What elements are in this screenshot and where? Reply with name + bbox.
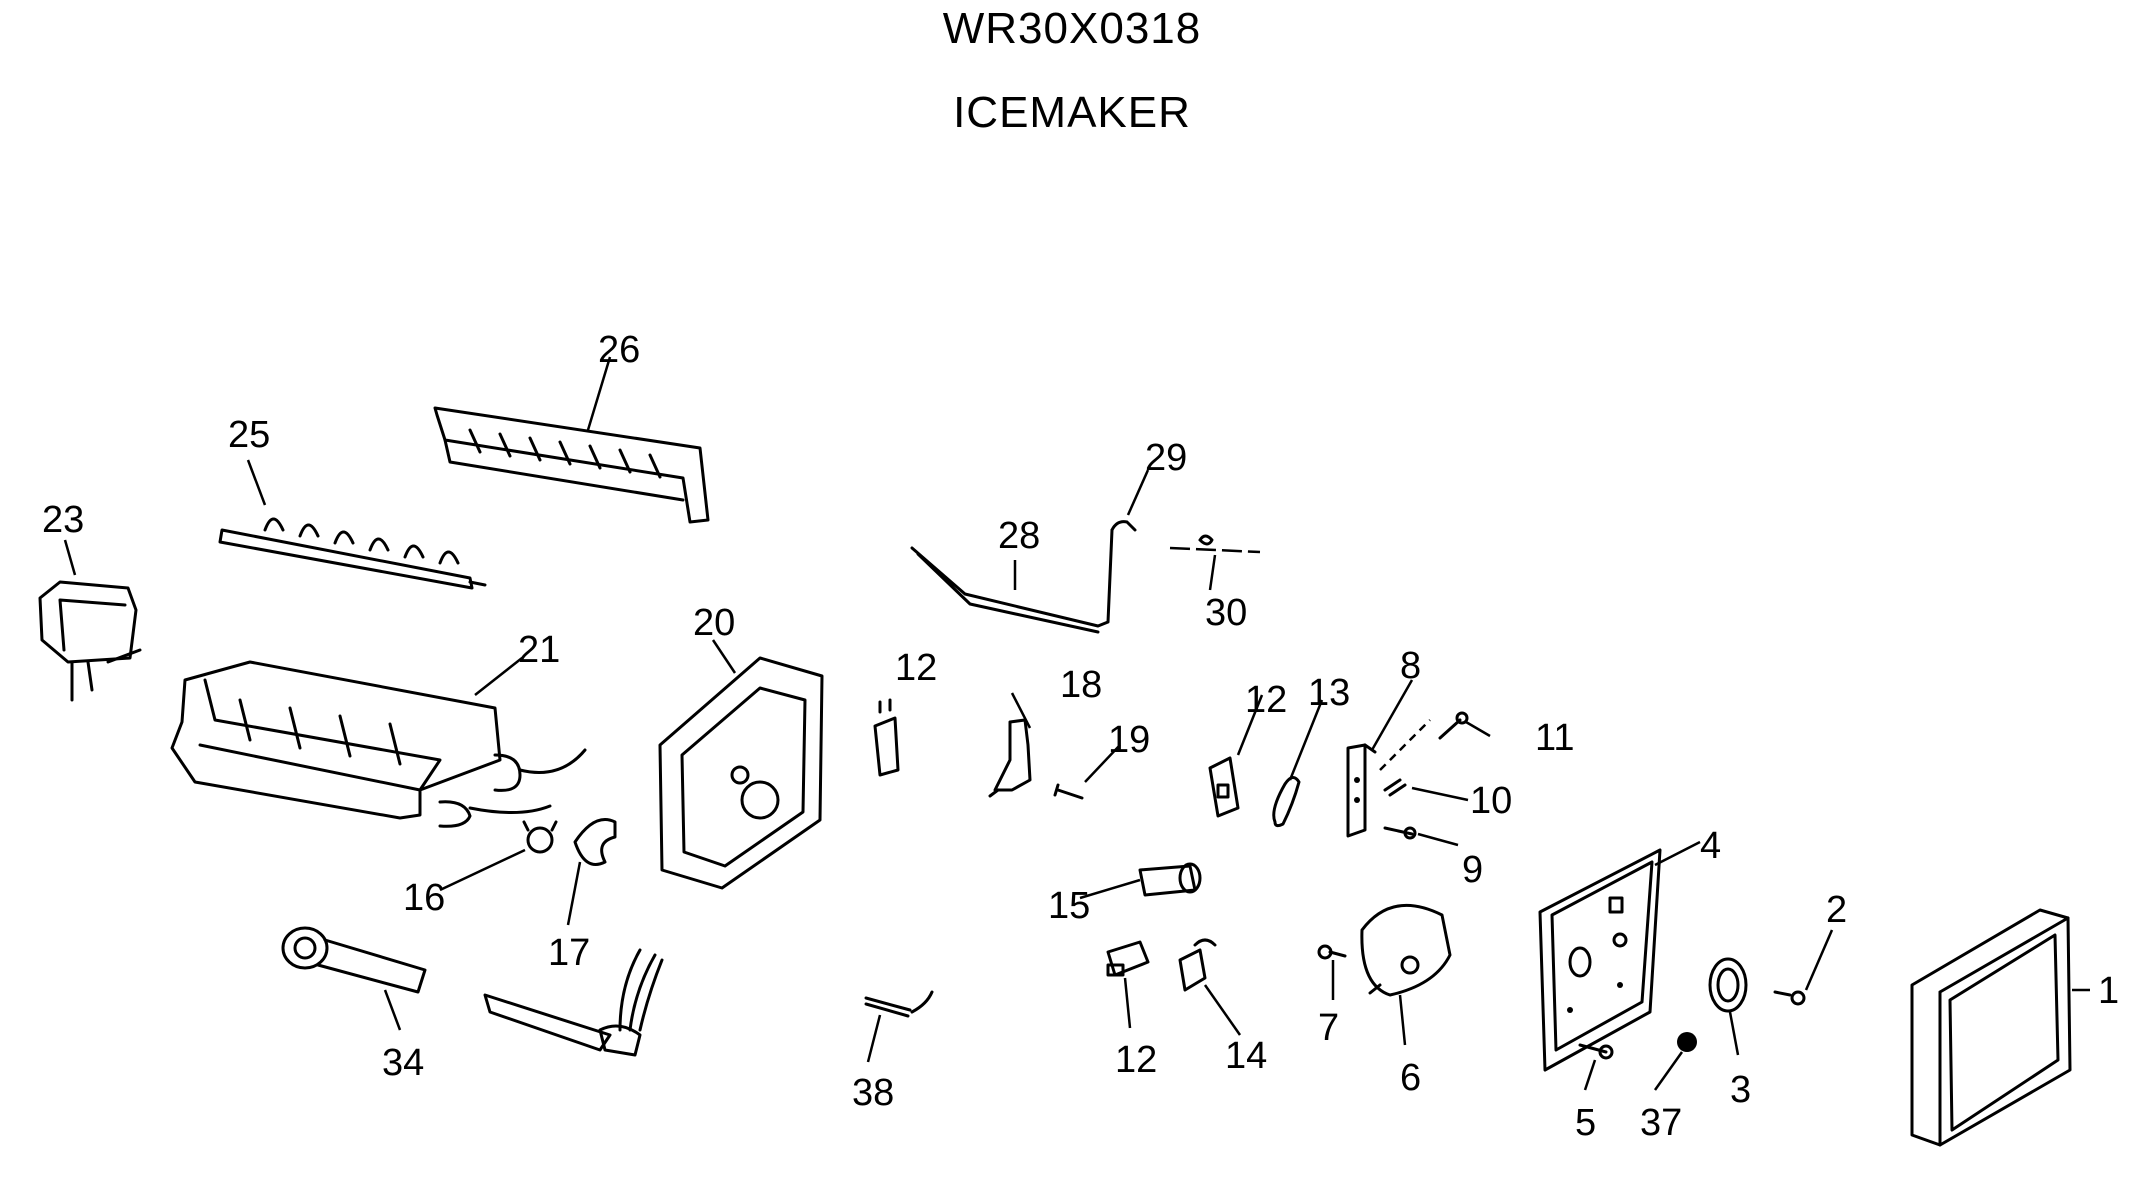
part-wiring-harness	[483, 948, 664, 1057]
part-15-thermostat	[1138, 862, 1202, 897]
callout-2: 2	[1826, 889, 1847, 931]
callout-38: 38	[852, 1072, 894, 1114]
part-20-support	[658, 656, 824, 890]
part-21-mold	[170, 660, 587, 828]
leader-lines	[63, 356, 2090, 1091]
callout-12-b: 12	[1245, 679, 1287, 721]
part-5-screw	[1578, 1043, 1614, 1060]
part-29-arm-end	[1110, 520, 1137, 532]
callout-6: 6	[1400, 1057, 1421, 1099]
callout-12-a: 12	[895, 647, 937, 689]
callout-1: 1	[2098, 970, 2119, 1012]
part-6-motor	[1360, 903, 1452, 997]
part-12-switch-c	[1106, 940, 1150, 977]
callout-18: 18	[1060, 664, 1102, 706]
callout-19: 19	[1108, 719, 1150, 761]
part-2-screw	[1773, 990, 1806, 1006]
part-9-screw	[1383, 826, 1417, 840]
callout-25: 25	[228, 414, 270, 456]
model-number: WR30X0318	[942, 4, 1202, 53]
part-1-cover	[1910, 908, 2072, 1147]
part-8-bracket	[1346, 743, 1377, 838]
callout-15: 15	[1048, 885, 1090, 927]
part-14-clip	[1178, 938, 1217, 992]
callout-16: 16	[403, 877, 445, 919]
callout-13: 13	[1308, 672, 1350, 714]
callout-21: 21	[518, 629, 560, 671]
part-18-lever	[988, 718, 1032, 798]
callout-7: 7	[1318, 1007, 1339, 1049]
callout-29: 29	[1145, 437, 1187, 479]
callout-4: 4	[1700, 825, 1721, 867]
part-10-spring	[1379, 719, 1431, 797]
diagram-title: ICEMAKER	[953, 88, 1191, 137]
part-11-screw	[1438, 711, 1469, 740]
callout-26: 26	[598, 329, 640, 371]
callout-30: 30	[1205, 592, 1247, 634]
callout-9: 9	[1462, 849, 1483, 891]
part-3-knob	[1708, 957, 1748, 1013]
part-28-shutoff-arm	[910, 528, 1114, 634]
part-19-screw	[1053, 783, 1084, 800]
part-30-spring	[1169, 534, 1261, 554]
callout-11: 11	[1535, 717, 1574, 759]
callout-14: 14	[1225, 1035, 1267, 1077]
callout-10: 10	[1470, 780, 1512, 822]
callout-3: 3	[1730, 1069, 1751, 1111]
callout-37: 37	[1640, 1102, 1682, 1144]
part-13-link	[1272, 776, 1301, 828]
part-25-ejector	[218, 517, 487, 590]
callout-labels: 1 2 3 4 5 6 7 8 9 10 11 12 12 12 13 14 1…	[42, 329, 2119, 1144]
callout-23: 23	[42, 499, 84, 541]
part-17-cam	[573, 818, 617, 866]
callout-17: 17	[548, 932, 590, 974]
part-37-button	[1677, 1032, 1697, 1052]
part-26-mold-cover	[433, 406, 710, 524]
callout-8: 8	[1400, 645, 1421, 687]
callout-5: 5	[1575, 1102, 1596, 1144]
part-12-switch-a	[873, 698, 900, 777]
part-34-fill-cup	[281, 926, 427, 994]
callout-28: 28	[998, 515, 1040, 557]
part-16-gear	[522, 820, 558, 854]
part-7-screw	[1317, 944, 1347, 960]
callout-12-c: 12	[1115, 1039, 1157, 1081]
callout-34: 34	[382, 1042, 424, 1084]
part-4-mounting-plate	[1538, 848, 1662, 1072]
callout-20: 20	[693, 602, 735, 644]
part-23-housing	[38, 580, 142, 702]
part-38-pin	[864, 990, 934, 1018]
part-12-switch-b	[1208, 756, 1240, 818]
